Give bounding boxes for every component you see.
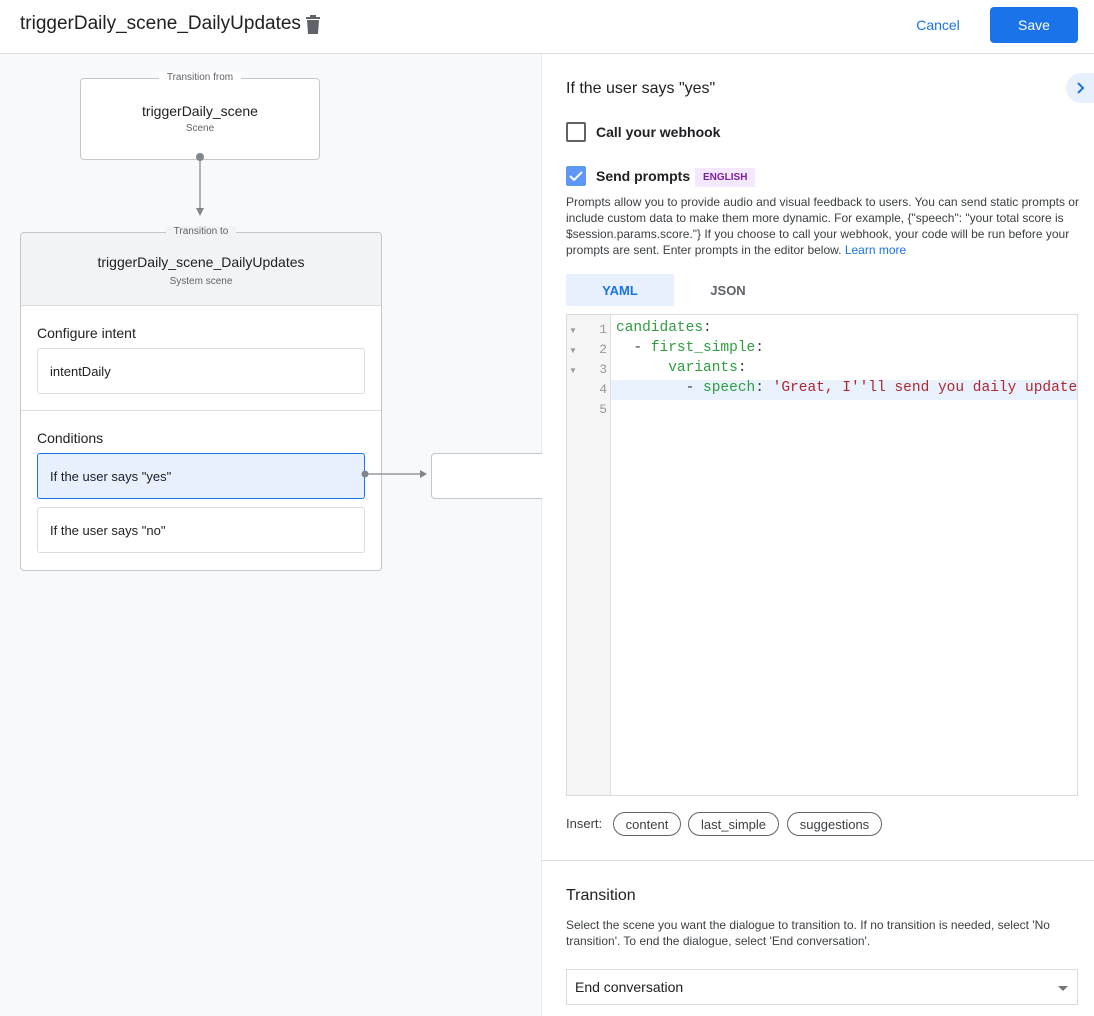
collapse-panel-button[interactable] <box>1066 73 1094 103</box>
intent-item[interactable]: intentDaily <box>37 348 365 394</box>
line-number: 3 <box>599 362 607 377</box>
divider <box>21 410 381 411</box>
check-icon <box>569 171 583 182</box>
webhook-checkbox[interactable] <box>566 122 586 142</box>
fold-icon[interactable]: ▼ <box>569 346 577 355</box>
save-button[interactable]: Save <box>990 7 1078 43</box>
node-legend: Transition to <box>165 226 237 237</box>
editor-gutter <box>567 315 611 795</box>
code-editor[interactable]: 1 ▼ candidates: 2 ▼ - first_simple: 3 ▼ varian… <box>566 314 1078 796</box>
node-subtitle: System scene <box>169 276 233 287</box>
transition-selected: End conversation <box>575 979 684 995</box>
webhook-label: Call your webhook <box>596 124 721 140</box>
line-number: 1 <box>599 322 607 337</box>
conditions-label: Conditions <box>37 430 104 446</box>
insert-chip-content[interactable]: content <box>613 812 681 836</box>
page-title: triggerDaily_scene_DailyUpdates <box>20 13 301 34</box>
code-key: speech <box>703 380 756 396</box>
code-dash: - <box>633 340 651 356</box>
code-dash: - <box>685 380 704 396</box>
dropdown-arrow-icon <box>1058 986 1068 991</box>
code-sep: : <box>703 320 712 336</box>
code-line: - first_simple: <box>616 340 764 356</box>
target-node-placeholder[interactable] <box>431 453 551 499</box>
transition-from-node[interactable]: Transition from triggerDaily_scene Scene <box>80 72 320 160</box>
tab-json[interactable]: JSON <box>710 282 746 298</box>
divider <box>542 860 1094 861</box>
trash-icon[interactable] <box>304 15 322 40</box>
code-indent <box>616 340 633 356</box>
header: triggerDaily_scene_DailyUpdates Cancel S… <box>0 0 1094 54</box>
insert-chip-suggestions[interactable]: suggestions <box>787 812 882 836</box>
cancel-button[interactable]: Cancel <box>916 17 960 33</box>
description-text: Prompts allow you to provide audio and v… <box>566 195 1079 257</box>
condition-no[interactable]: If the user says "no" <box>37 507 365 553</box>
node-legend: Transition from <box>158 72 242 83</box>
code-sep: : <box>737 360 747 376</box>
insert-label: Insert: <box>566 816 603 831</box>
active-line-highlight <box>611 380 1077 400</box>
code-indent <box>616 380 686 396</box>
line-number: 2 <box>599 342 607 357</box>
node-title: triggerDaily_scene <box>142 103 258 119</box>
node-subtitle: Scene <box>185 123 215 134</box>
code-line: - speech: 'Great, I''ll send you daily u… <box>616 380 1078 396</box>
prompts-label: Send prompts <box>596 168 691 184</box>
code-value: 'Great, I''ll send you daily updates. <box>772 380 1078 396</box>
tab-yaml[interactable]: YAML <box>566 274 674 306</box>
transition-description: Select the scene you want the dialogue t… <box>566 918 1050 948</box>
code-sep: : <box>755 380 773 396</box>
connector-arrow <box>196 153 204 216</box>
code-indent <box>616 360 668 376</box>
node-title: triggerDaily_scene_DailyUpdates <box>97 254 305 270</box>
fold-icon[interactable]: ▼ <box>569 326 577 335</box>
code-line: variants: <box>616 360 747 376</box>
configure-intent-label: Configure intent <box>37 325 136 341</box>
code-line: candidates: <box>616 320 712 336</box>
condition-yes[interactable]: If the user says "yes" <box>37 453 365 499</box>
fold-icon[interactable]: ▼ <box>569 366 577 375</box>
condition-connector <box>361 470 427 478</box>
insert-chip-last-simple[interactable]: last_simple <box>688 812 779 836</box>
code-key: candidates <box>616 320 704 336</box>
prompts-checkbox[interactable] <box>566 166 586 186</box>
line-number: 5 <box>599 402 607 417</box>
line-number: 4 <box>599 382 607 397</box>
transition-title: Transition <box>566 887 636 904</box>
chevron-right-icon <box>1077 82 1085 94</box>
transition-select[interactable]: End conversation <box>566 969 1078 1005</box>
code-key: first_simple <box>650 340 756 356</box>
code-sep: : <box>755 340 764 356</box>
learn-more-link[interactable]: Learn more <box>844 243 907 257</box>
detail-panel <box>542 54 1094 1016</box>
code-key: variants <box>668 360 738 376</box>
language-badge: ENGLISH <box>695 168 756 187</box>
transition-to-node: Transition to triggerDaily_scene_DailyUp… <box>20 226 382 571</box>
panel-title: If the user says "yes" <box>566 80 716 97</box>
prompts-description: Prompts allow you to provide audio and v… <box>566 194 1081 258</box>
